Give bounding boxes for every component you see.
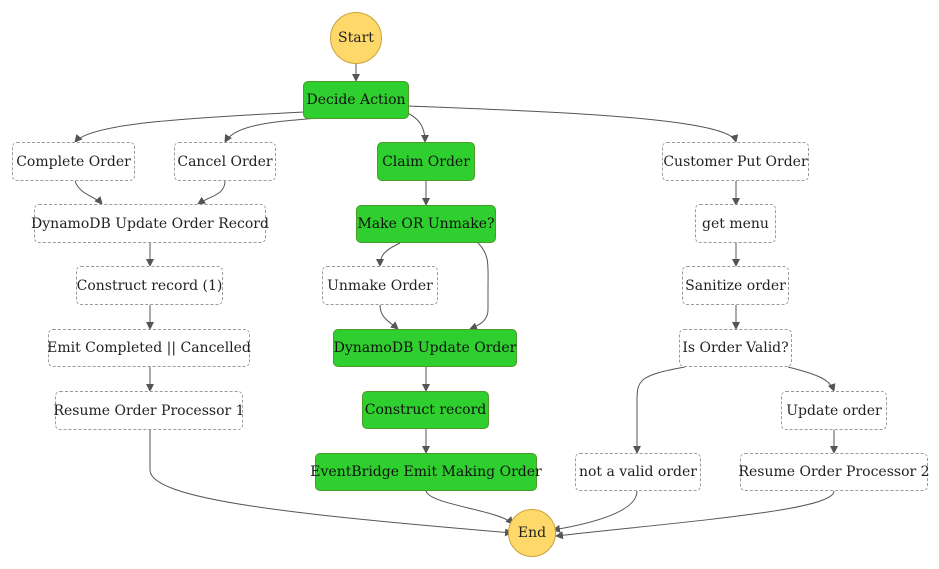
edge-decide-complete [74, 111, 306, 143]
emit-completed-cancelled-state[interactable]: Emit Completed || Cancelled [47, 329, 251, 367]
is-order-valid-state[interactable]: Is Order Valid? [679, 329, 792, 367]
decide-action-state[interactable]: Decide Action [303, 81, 409, 119]
edge-resume1-end [149, 430, 513, 537]
edge-eventbridge-end [425, 490, 514, 525]
edge-decide-cancel [224, 117, 319, 143]
claim-order-state[interactable]: Claim Order [377, 142, 475, 181]
resume-order-processor-1-state[interactable]: Resume Order Processor 1 [53, 391, 245, 430]
edge-isvalid-notvalid [633, 366, 686, 454]
customer-put-order-state[interactable]: Customer Put Order [662, 142, 809, 181]
dynamodb-update-order-state[interactable]: DynamoDB Update Order [333, 329, 517, 367]
unmake-order-state[interactable]: Unmake Order [322, 266, 438, 305]
end-node[interactable]: End [508, 509, 556, 557]
edge-notvalid-end [552, 490, 638, 533]
not-a-valid-order-state[interactable]: not a valid order [575, 453, 701, 491]
resume-order-processor-2-state[interactable]: Resume Order Processor 2 [738, 453, 930, 491]
sanitize-order-state[interactable]: Sanitize order [682, 266, 789, 305]
eventbridge-emit-making-order-state[interactable]: EventBridge Emit Making Order [310, 453, 542, 491]
edge-make-dynamoupd [469, 242, 489, 331]
update-order-state[interactable]: Update order [781, 391, 887, 430]
edge-resume2-end [555, 490, 835, 540]
construct-record-state[interactable]: Construct record [362, 391, 489, 429]
complete-order-state[interactable]: Complete Order [12, 142, 135, 181]
get-menu-state[interactable]: get menu [695, 204, 776, 243]
construct-record-1-state[interactable]: Construct record (1) [76, 266, 223, 305]
edge-complete-dynamo [74, 180, 103, 205]
start-node[interactable]: Start [330, 12, 382, 64]
dynamodb-update-order-record-state[interactable]: DynamoDB Update Order Record [31, 204, 269, 243]
cancel-order-state[interactable]: Cancel Order [174, 142, 276, 181]
edge-unmake-dynamoupd [379, 304, 399, 330]
edge-decide-customer [407, 105, 739, 143]
edge-make-unmake [376, 242, 401, 267]
make-or-unmake-state[interactable]: Make OR Unmake? [356, 205, 496, 243]
edge-isvalid-update [787, 366, 836, 392]
edge-cancel-dynamo [197, 180, 226, 205]
